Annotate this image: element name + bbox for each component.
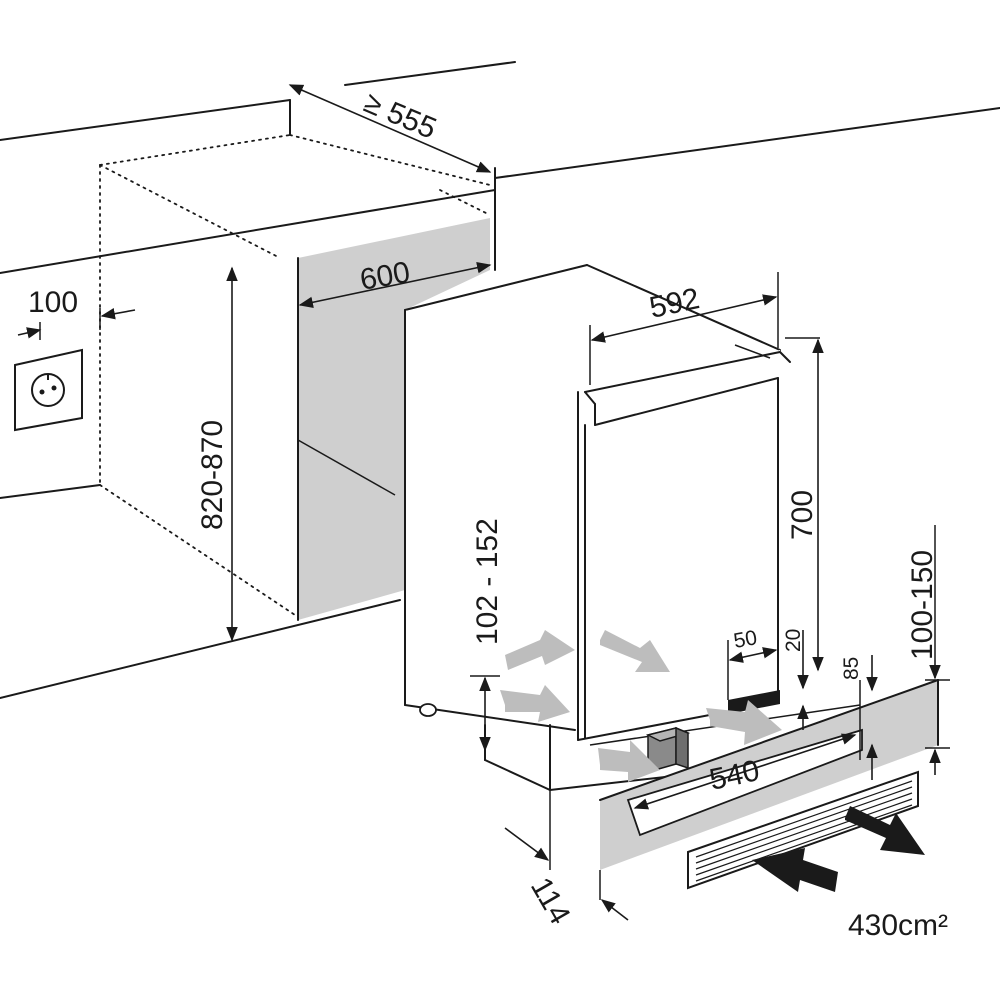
dim-panel-height — [925, 525, 950, 775]
dim-appliance-height — [785, 337, 824, 672]
worktop — [0, 61, 1000, 274]
label-plinth-offset: 85 — [840, 657, 863, 680]
dim-appliance-width — [589, 272, 779, 385]
dim-plinth-depth — [504, 790, 629, 921]
intake-arrow-icon — [752, 848, 838, 892]
label-ventilation-area: 430cm² — [848, 909, 948, 942]
label-plinth-height: 102 - 152 — [471, 518, 504, 645]
label-cavity-depth: ≥ 555 — [359, 86, 441, 146]
dim-vent-width — [727, 630, 779, 700]
label-cavity-height: 820-870 — [196, 420, 229, 530]
cabinet-base — [0, 484, 401, 699]
dim-plinth-offset — [859, 655, 878, 780]
label-appliance-height: 700 — [786, 490, 819, 540]
exhaust-arrow-icon — [845, 806, 925, 855]
cavity-recess — [297, 218, 490, 621]
dim-cavity-width — [298, 262, 492, 308]
power-socket-icon — [14, 348, 83, 432]
label-vent-height: 20 — [782, 629, 805, 652]
label-vent-width: 50 — [732, 626, 759, 653]
dim-socket-offset — [17, 308, 136, 340]
dim-depth — [288, 84, 492, 173]
label-plinth-depth: 114 — [524, 872, 576, 930]
dim-toe-kick — [633, 733, 857, 810]
dim-plinth-height — [470, 675, 500, 752]
appliance — [404, 264, 791, 741]
label-panel-height: 100-150 — [906, 550, 939, 660]
label-socket-offset: 100 — [28, 286, 78, 319]
